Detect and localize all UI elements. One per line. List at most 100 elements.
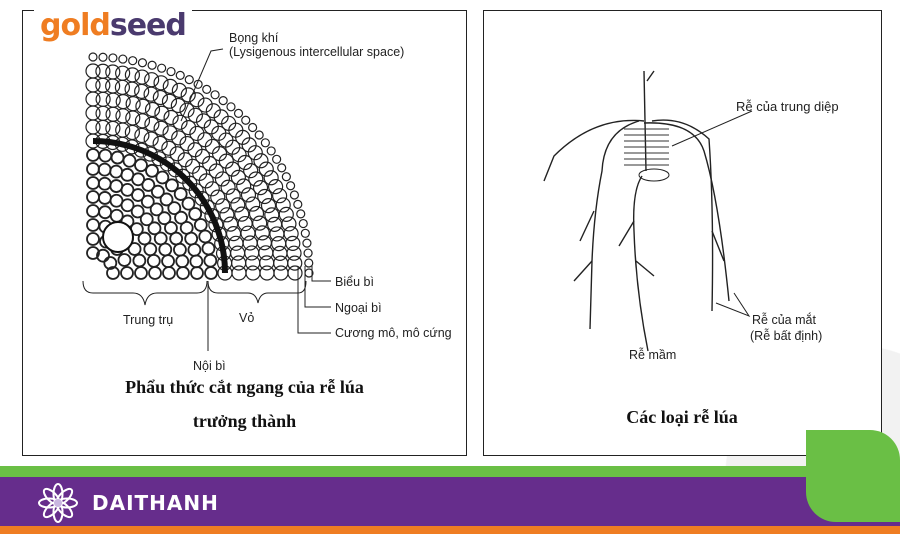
- cell: [165, 178, 179, 193]
- cell: [146, 254, 161, 268]
- cell: [256, 235, 272, 251]
- cell: [218, 153, 234, 169]
- cell: [105, 92, 121, 108]
- cell: [86, 232, 100, 246]
- cell: [131, 172, 146, 187]
- cell: [179, 102, 195, 118]
- cell: [230, 245, 246, 261]
- cell: [241, 137, 257, 153]
- cell: [115, 108, 131, 124]
- root-types-drawing: [543, 70, 753, 352]
- label-air-space-en: (Lysigenous intercellular space): [229, 45, 405, 59]
- label-sclerenchyma: Cương mô, mô cứng: [335, 326, 452, 340]
- cell: [105, 78, 121, 94]
- cell: [188, 207, 203, 221]
- cell: [222, 216, 239, 232]
- root-cross-section-panel: Bọng khí (Lysigenous intercellular space…: [22, 10, 467, 456]
- label-exodermis: Ngoại bì: [335, 301, 382, 315]
- cell: [109, 164, 124, 179]
- cell: [125, 110, 141, 126]
- cell: [204, 181, 220, 197]
- cell: [230, 197, 246, 213]
- cell: [187, 242, 202, 257]
- cell: [135, 98, 151, 114]
- cell: [88, 52, 98, 62]
- root-line: [618, 220, 635, 247]
- xylem-vessel: [102, 221, 134, 253]
- cell: [97, 191, 112, 205]
- cell: [97, 176, 112, 191]
- cell: [215, 198, 231, 214]
- root-line: [643, 122, 730, 302]
- cell: [240, 225, 256, 241]
- root-line: [643, 70, 647, 172]
- cell: [248, 205, 265, 222]
- cell: [157, 63, 167, 73]
- cell: [124, 67, 141, 83]
- cell: [150, 184, 165, 199]
- cell: [110, 150, 125, 165]
- endodermis-band: [92, 138, 228, 274]
- cell: [132, 253, 147, 268]
- cell: [189, 254, 204, 269]
- cell: [278, 206, 294, 222]
- cell: [115, 94, 131, 110]
- cell: [241, 115, 251, 125]
- cell: [285, 235, 301, 251]
- cell: [120, 182, 135, 197]
- cell: [194, 191, 210, 207]
- cell: [264, 207, 280, 223]
- label-epidermis: Biểu bì: [335, 275, 374, 289]
- cell: [86, 246, 100, 260]
- cell: [197, 97, 213, 113]
- cell: [151, 151, 167, 167]
- cell: [257, 188, 273, 205]
- cell: [97, 162, 112, 177]
- cell: [248, 171, 264, 187]
- label-adventitious-root: (Rễ bất định): [750, 329, 823, 343]
- cell: [275, 197, 291, 213]
- cell: [106, 266, 120, 280]
- cell: [144, 116, 160, 132]
- cell: [118, 54, 128, 64]
- cell: [152, 135, 168, 151]
- cell: [234, 206, 250, 222]
- cell: [103, 256, 118, 270]
- cell: [268, 179, 284, 195]
- cell: [98, 205, 112, 220]
- label-stele: Trung trụ: [123, 313, 174, 327]
- cell: [171, 130, 187, 146]
- label-mesocotyl-root: Rễ của trung diệp: [736, 99, 839, 114]
- cell: [145, 163, 159, 178]
- cell: [134, 266, 148, 280]
- cell: [286, 245, 302, 261]
- cell: [201, 241, 216, 256]
- cell: [281, 216, 297, 232]
- cell: [172, 114, 188, 130]
- cell: [143, 131, 159, 147]
- root-line: [635, 260, 655, 277]
- cell: [115, 122, 131, 138]
- cell: [296, 209, 306, 219]
- cell: [162, 125, 178, 141]
- cell: [174, 210, 188, 225]
- cell: [193, 218, 208, 232]
- cell: [260, 198, 277, 214]
- cell: [86, 204, 100, 218]
- cell: [277, 163, 287, 173]
- mesocotyl-leader: [671, 110, 753, 147]
- cell: [98, 52, 108, 62]
- cell: [124, 124, 140, 141]
- root-line: [543, 119, 645, 182]
- cell: [226, 102, 236, 112]
- cell: [210, 90, 220, 100]
- root-line: [651, 119, 714, 312]
- label-nodal-root: Rễ của mắt: [752, 313, 816, 327]
- cell: [162, 266, 176, 280]
- cell: [283, 225, 299, 242]
- cell: [272, 188, 288, 204]
- cell: [85, 63, 101, 79]
- cell: [120, 266, 134, 280]
- logo-gold-part: gold: [40, 8, 111, 43]
- root-line: [646, 70, 655, 82]
